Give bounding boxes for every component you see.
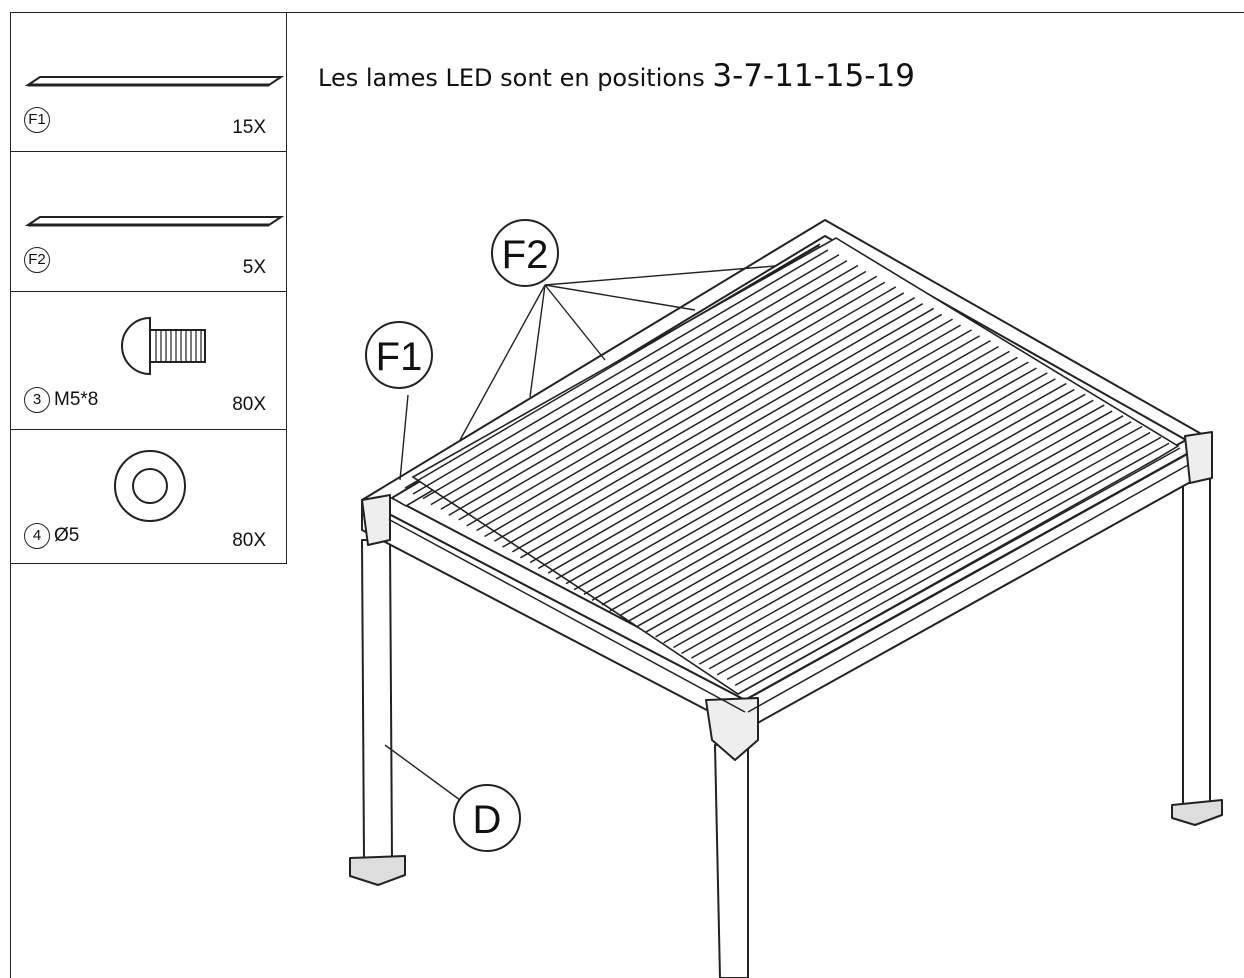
- callout-f2-label: F2: [502, 233, 549, 277]
- slat-edge: [404, 243, 821, 489]
- slat-edge: [573, 345, 999, 591]
- led-positions: 3-7-11-15-19: [712, 58, 915, 94]
- part-code-f1: F1: [24, 107, 54, 133]
- slat-edge: [583, 350, 1010, 595]
- bracket-left: [361, 494, 391, 546]
- slat-edge: [627, 378, 1056, 623]
- slat-edge: [716, 431, 1151, 676]
- slat-edge: [511, 307, 935, 553]
- leader-lines: [384, 265, 776, 801]
- part-spec-4: Ø5: [54, 525, 80, 547]
- slat-edge: [529, 318, 954, 564]
- slat-edge: [698, 421, 1132, 665]
- instruction-text: Les lames LED sont en positions 3-7-11-1…: [318, 58, 915, 94]
- slat-edge: [448, 270, 867, 516]
- drawing-frame: [10, 12, 1244, 978]
- bracket-front: [705, 697, 759, 761]
- slat-edge: [655, 393, 1086, 638]
- callout-f1: F1: [365, 321, 433, 389]
- slat-edge: [609, 367, 1037, 612]
- slat-edge: [645, 388, 1075, 633]
- slat-edge: [547, 329, 972, 574]
- post-foot-front-left: [349, 855, 406, 886]
- slat-edge: [637, 382, 1067, 627]
- slat-edge: [494, 297, 916, 542]
- slat-edge: [476, 286, 897, 532]
- slat-edge: [537, 324, 962, 570]
- part-row-f2: F2 5X: [10, 152, 286, 292]
- part-qty-f2: 5X: [242, 257, 266, 278]
- part-row-f1: F1 15X: [10, 12, 286, 152]
- screw-icon: [121, 316, 206, 376]
- slat-edge: [484, 292, 905, 538]
- slat-edge: [466, 281, 886, 527]
- post-foot-back-right: [1171, 799, 1223, 826]
- slat-edge: [519, 313, 943, 559]
- part-qty-f1: 15X: [232, 117, 266, 138]
- slat-lines: [404, 243, 1189, 697]
- washer-icon: [114, 450, 186, 522]
- slat-edge: [752, 453, 1189, 697]
- post-back-right: [1182, 474, 1211, 809]
- slat-edge: [681, 410, 1113, 655]
- slat-edge: [734, 442, 1170, 687]
- slat-edge: [412, 249, 829, 495]
- slat-edge: [619, 372, 1048, 617]
- slat-edge: [555, 335, 980, 580]
- slat-edge: [663, 399, 1094, 644]
- part-code-f2: F2: [24, 247, 54, 273]
- part-qty-4: 80X: [232, 530, 266, 551]
- slat-edge: [591, 356, 1018, 601]
- instruction-prefix: Les lames LED sont en positions: [318, 64, 713, 92]
- slat-edge: [726, 436, 1162, 681]
- slat-f1-icon: [24, 76, 285, 87]
- slat-edge: [458, 275, 878, 521]
- slat-edge: [690, 415, 1124, 659]
- slat-edge: [430, 260, 848, 506]
- slat-edge: [601, 361, 1029, 606]
- slat-edge: [440, 264, 859, 510]
- slat-edge: [422, 254, 840, 500]
- slat-edge: [673, 404, 1105, 649]
- callout-d-label: D: [473, 798, 502, 842]
- post-front-left: [361, 539, 393, 861]
- slat-edge: [565, 339, 991, 585]
- callout-f2: F2: [491, 219, 559, 287]
- slat-edge: [744, 447, 1181, 691]
- callout-d: D: [453, 784, 521, 852]
- callout-f1-label: F1: [376, 335, 423, 379]
- bracket-right: [1184, 431, 1213, 484]
- part-spec-3: M5*8: [54, 389, 99, 411]
- slat-f2-icon: [24, 216, 285, 227]
- post-front: [714, 741, 749, 978]
- slat-edge: [502, 303, 924, 548]
- slat-edge: [708, 425, 1143, 670]
- part-qty-3: 80X: [232, 394, 266, 415]
